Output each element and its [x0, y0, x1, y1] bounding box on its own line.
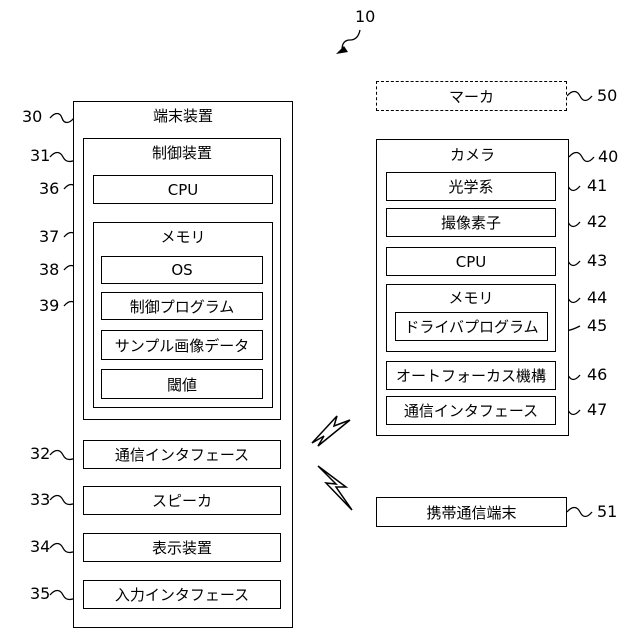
ref-driver-program: 45: [587, 317, 607, 335]
control-program-block: 制御プログラム: [101, 292, 263, 320]
terminal-device-label: 端末装置: [74, 107, 292, 125]
leader-40: [569, 153, 594, 162]
ref-control-program: 39: [39, 297, 59, 315]
camera-label: カメラ: [377, 146, 568, 164]
terminal-memory-label: メモリ: [94, 228, 272, 246]
wireless-signal-icon-upper: [312, 416, 350, 446]
ref-optics: 41: [587, 177, 607, 195]
driver-program-block: ドライバプログラム: [395, 312, 548, 341]
speaker-block: スピーカ: [83, 486, 281, 515]
autofocus-block: オートフォーカス機構: [386, 361, 556, 390]
camera-memory-label: メモリ: [387, 289, 555, 307]
os-block: OS: [101, 256, 263, 284]
ref-terminal-comm: 32: [30, 445, 50, 463]
ref-camera-memory: 44: [587, 289, 607, 307]
ref-autofocus: 46: [587, 366, 607, 384]
leader-30: [50, 114, 74, 123]
ref-camera: 40: [598, 148, 618, 166]
ref-terminal: 30: [22, 108, 42, 126]
terminal-comm-interface: 通信インタフェース: [83, 440, 281, 469]
leader-51: [567, 508, 592, 517]
ref-control-device: 31: [30, 147, 50, 165]
ref-mobile-terminal: 51: [597, 503, 617, 521]
optics-block: 光学系: [386, 172, 556, 201]
ref-terminal-memory: 37: [39, 228, 59, 246]
ref-camera-comm: 47: [587, 401, 607, 419]
leader-50: [567, 92, 592, 101]
ref-display: 34: [30, 538, 50, 556]
marker-block: マーカ: [376, 81, 567, 111]
ref-marker: 50: [597, 87, 617, 105]
control-device-label: 制御装置: [84, 144, 280, 162]
threshold-block: 閾値: [101, 369, 263, 399]
camera-cpu-block: CPU: [386, 247, 556, 276]
ref-image-sensor: 42: [587, 213, 607, 231]
image-sensor-block: 撮像素子: [386, 208, 556, 237]
figure-ref-label: 10: [355, 8, 375, 26]
camera-comm-interface: 通信インタフェース: [386, 396, 556, 425]
ref-speaker: 33: [30, 491, 50, 509]
ref-input: 35: [30, 585, 50, 603]
wireless-signal-icon-lower: [318, 466, 352, 510]
display-device-block: 表示装置: [83, 533, 281, 562]
ref-terminal-cpu: 36: [39, 180, 59, 198]
figure-ref-arrow: [342, 30, 360, 50]
ref-camera-cpu: 43: [587, 252, 607, 270]
sample-image-data-block: サンプル画像データ: [101, 330, 263, 360]
ref-os: 38: [39, 261, 59, 279]
mobile-terminal-block: 携帯通信端末: [376, 497, 567, 527]
terminal-cpu: CPU: [93, 175, 273, 204]
input-interface-block: 入力インタフェース: [83, 580, 281, 609]
